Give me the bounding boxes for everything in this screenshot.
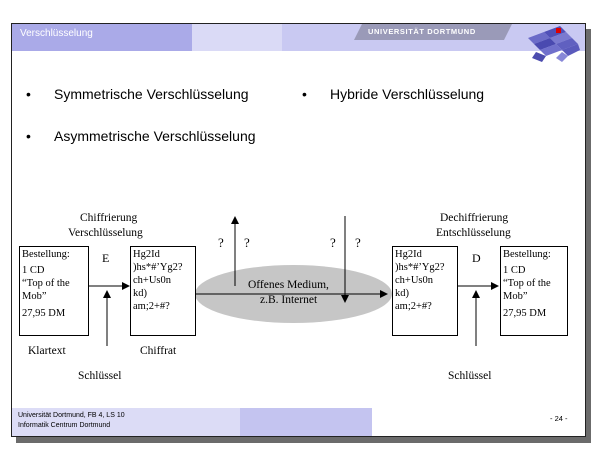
slide-title: Verschlüsselung	[20, 28, 93, 39]
box-line: Mob”	[503, 291, 528, 302]
box-line: ch+Us0n	[133, 275, 172, 286]
box-line: Hg2Id	[395, 249, 422, 260]
footer-institution: Universität Dortmund, FB 4, LS 10	[18, 412, 125, 419]
label-key-right: Schlüssel	[448, 370, 492, 382]
bullet-asymmetric: • Asymmetrische Verschlüsselung	[26, 128, 256, 144]
ciphertext-box-right: Hg2Id )hs*#’Yg2? ch+Us0n kd) am;2+#?	[392, 246, 458, 336]
university-name: UNIVERSITÄT DORTMUND	[368, 27, 476, 36]
question-mark: ?	[218, 235, 224, 250]
plaintext-box-left: Bestellung: 1 CD “Top of the Mob” 27,95 …	[19, 246, 89, 336]
university-banner: UNIVERSITÄT DORTMUND	[354, 24, 512, 40]
box-line: 1 CD	[503, 265, 526, 276]
box-line: )hs*#’Yg2?	[395, 262, 445, 273]
medium-label-2: z.B. Internet	[260, 294, 318, 306]
medium-label-1: Offenes Medium,	[248, 279, 329, 291]
question-mark: ?	[330, 235, 336, 250]
bullet-dot: •	[26, 128, 31, 144]
box-line: 1 CD	[22, 265, 45, 276]
header-segment	[12, 24, 192, 51]
box-line: )hs*#’Yg2?	[133, 262, 183, 273]
box-line: 27,95 DM	[503, 308, 547, 319]
bullet-symmetric: • Symmetrische Verschlüsselung	[26, 86, 249, 102]
footer-segment	[12, 408, 240, 436]
decrypt-symbol: D	[472, 251, 481, 265]
question-mark: ?	[355, 235, 361, 250]
box-line: ch+Us0n	[395, 275, 434, 286]
university-logo-icon	[528, 26, 580, 62]
bullet-dot: •	[302, 86, 307, 102]
footer-segment	[240, 408, 372, 436]
label-ciphertext: Chiffrat	[140, 345, 177, 357]
bullet-text: Symmetrische Verschlüsselung	[54, 86, 249, 102]
box-line: kd)	[395, 288, 409, 299]
box-line: am;2+#?	[133, 301, 170, 312]
box-line: Mob”	[22, 291, 47, 302]
diagram-arrows	[88, 216, 499, 346]
encryption-heading-2: Verschlüsselung	[68, 227, 143, 239]
box-line: 27,95 DM	[22, 308, 66, 319]
box-line: “Top of the	[22, 278, 70, 289]
decryption-heading-2: Entschlüsselung	[436, 227, 511, 239]
box-line: am;2+#?	[395, 301, 432, 312]
ciphertext-box-left: Hg2Id )hs*#’Yg2? ch+Us0n kd) am;2+#?	[130, 246, 196, 336]
box-line: kd)	[133, 288, 147, 299]
decryption-heading-1: Dechiffrierung	[440, 212, 509, 224]
plaintext-box-right: Bestellung: 1 CD “Top of the Mob” 27,95 …	[500, 246, 568, 336]
bullet-hybrid: • Hybride Verschlüsselung	[302, 86, 485, 102]
question-mark: ?	[244, 235, 250, 250]
slide: Verschlüsselung UNIVERSITÄT DORTMUND • S…	[11, 23, 586, 437]
header-segment	[192, 24, 282, 51]
bullet-text: Hybride Verschlüsselung	[330, 86, 485, 102]
box-line: “Top of the	[503, 278, 551, 289]
label-key-left: Schlüssel	[78, 370, 122, 382]
box-line: Hg2Id	[133, 249, 160, 260]
footer-institution-2: Informatik Centrum Dortmund	[18, 422, 111, 429]
bullet-text: Asymmetrische Verschlüsselung	[54, 128, 256, 144]
box-line: Bestellung:	[503, 249, 551, 260]
page-number: - 24 -	[550, 414, 568, 423]
label-plaintext: Klartext	[28, 345, 66, 357]
encrypt-symbol: E	[102, 251, 110, 265]
box-line: Bestellung:	[22, 249, 70, 260]
encryption-heading-1: Chiffrierung	[80, 212, 138, 224]
bullet-dot: •	[26, 86, 31, 102]
